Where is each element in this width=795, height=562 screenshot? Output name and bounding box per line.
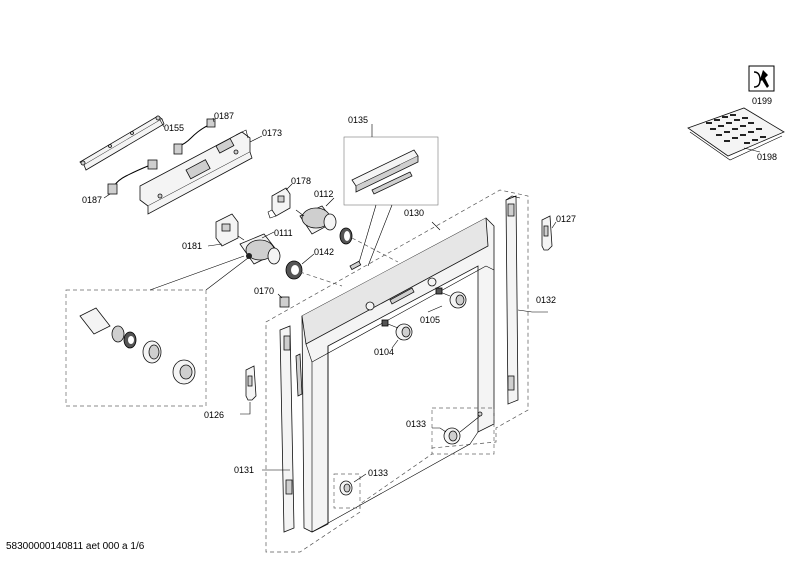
label-0198: 0198: [757, 152, 777, 162]
button-strip-group: [343, 136, 439, 206]
left-side-trim: [279, 325, 303, 533]
label-0170: 0170: [254, 286, 274, 296]
label-0105: 0105: [420, 315, 440, 325]
rotary-switch-right: [295, 205, 337, 235]
knob-ring-right: [339, 227, 353, 245]
label-0199: 0199: [752, 96, 772, 106]
label-0133-left: 0133: [368, 468, 388, 478]
label-0187-top: 0187: [214, 111, 234, 121]
label-0126: 0126: [204, 410, 224, 420]
detail-callout-box: [65, 255, 249, 407]
label-0178: 0178: [291, 176, 311, 186]
bracket-left: [245, 365, 257, 401]
switch-bracket-left: [215, 213, 245, 247]
mounting-rail: [79, 115, 165, 171]
document-footer: 58300000140811 aet 000 a 1/6: [6, 541, 145, 552]
cable-harness-bottom: [107, 159, 158, 195]
label-0104: 0104: [374, 347, 394, 357]
label-0155: 0155: [164, 123, 184, 133]
cover-cap-left-detail: [333, 473, 361, 509]
tool-icon: [748, 65, 775, 92]
right-side-trim: [505, 195, 521, 405]
label-0173: 0173: [262, 128, 282, 138]
label-0135: 0135: [348, 115, 368, 125]
control-knob-right: [435, 287, 467, 309]
front-frame: [301, 217, 495, 533]
label-0130: 0130: [404, 208, 424, 218]
label-0132: 0132: [536, 295, 556, 305]
label-0112: 0112: [314, 189, 333, 199]
control-module: [139, 129, 253, 215]
label-0127: 0127: [556, 214, 576, 224]
screw-bag-icon: [687, 107, 785, 161]
rotary-switch-left: [239, 233, 281, 265]
bracket-right: [541, 215, 553, 251]
label-0187-bottom: 0187: [82, 195, 102, 205]
label-0131: 0131: [234, 465, 254, 475]
label-0181: 0181: [182, 241, 202, 251]
knob-ring-left: [285, 260, 303, 280]
label-0111: 0111: [274, 228, 293, 238]
label-0142: 0142: [314, 247, 334, 257]
switch-bracket: [267, 187, 291, 219]
cable-harness-top: [173, 118, 216, 155]
label-0133-right: 0133: [406, 419, 426, 429]
control-knob-left: [381, 319, 413, 341]
clip-part: [279, 296, 290, 308]
cover-cap-right-detail: [431, 407, 495, 455]
